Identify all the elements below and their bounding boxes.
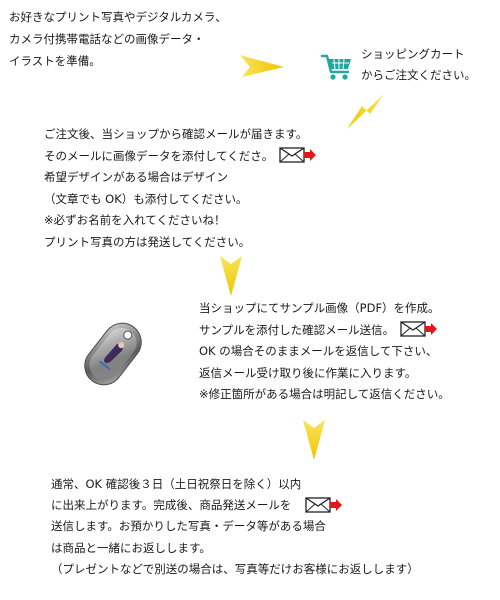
step5-line: 通常、OK 確認後３日（土日祝祭日を除く）以内 [51,477,302,491]
step2-text: ショッピングカート からご注文ください。 [361,44,476,86]
keychain-product-icon [84,322,142,386]
step4-text: 当ショップにてサンプル画像（PDF）を作成。 サンプルを添付した確認メール送信。… [199,298,450,406]
step3-line: そのメールに画像データを添付してくださ。 [44,146,317,168]
step4-line: サンプルを添付した確認メール送信。 [199,320,450,342]
step5-line: （プレゼントなどで別送の場合は、写真等だけお客様にお返しします） [51,561,419,576]
step3-line: （文章でも OK）も添付してください。 [44,191,248,206]
yellow-arrow-icon [303,420,325,460]
step4-line: OK の場合そのままメールを返信して下さい、 [199,344,438,358]
step3-text: ご注文後、当ショップから確認メールが届きます。 そのメールに画像データを添付して… [44,124,317,253]
step1-line: お好きなプリント写真やデジタルカメラ、 [9,10,227,24]
step4-line: ※修正箇所がある場合は明記して返信ください。 [199,387,450,401]
step5-text: 通常、OK 確認後３日（土日祝祭日を除く）以内 に出来上がります。完成後、商品発… [51,474,419,580]
yellow-arrow-icon [220,256,242,296]
yellow-arrow-icon [347,94,384,129]
step5-line: に出来上がります。完成後、商品発送メールを [51,495,419,516]
step3-line: プリント写真の方は発送してください。 [44,234,251,249]
step3-line: ※必ずお名前を入れてくださいね！ [44,213,226,227]
step1-line: カメラ付携帯電話などの画像データ・ [9,32,205,46]
shopping-cart-icon [320,54,351,80]
step4-line: 返信メール受け取り後に作業に入ります。 [199,365,417,380]
step4-line-text: サンプルを添付した確認メール送信。 [199,322,395,337]
step3-line-text: そのメールに画像データを添付してくださ。 [44,148,274,163]
step2-line: ショッピングカート [361,47,465,61]
step3-line: 希望デザインがある場合はデザイン [44,170,228,184]
step1-text: お好きなプリント写真やデジタルカメラ、 カメラ付携帯電話などの画像データ・ イラ… [9,6,227,72]
step4-line: 当ショップにてサンプル画像（PDF）を作成。 [199,301,440,315]
yellow-arrow-icon [240,55,284,77]
step3-line: ご注文後、当ショップから確認メールが届きます。 [44,127,308,141]
step5-line: 送信します。お預かりした写真・データ等がある場合 [51,519,326,534]
step5-line: は商品と一緒にお返しします。 [51,540,211,555]
step2-line: からご注文ください。 [361,68,476,82]
mail-send-icon [279,147,317,163]
mail-send-icon [305,497,343,513]
mail-send-icon [400,321,438,337]
step5-line-text: に出来上がります。完成後、商品発送メールを [51,498,292,513]
step1-line: イラストを準備。 [9,54,101,68]
